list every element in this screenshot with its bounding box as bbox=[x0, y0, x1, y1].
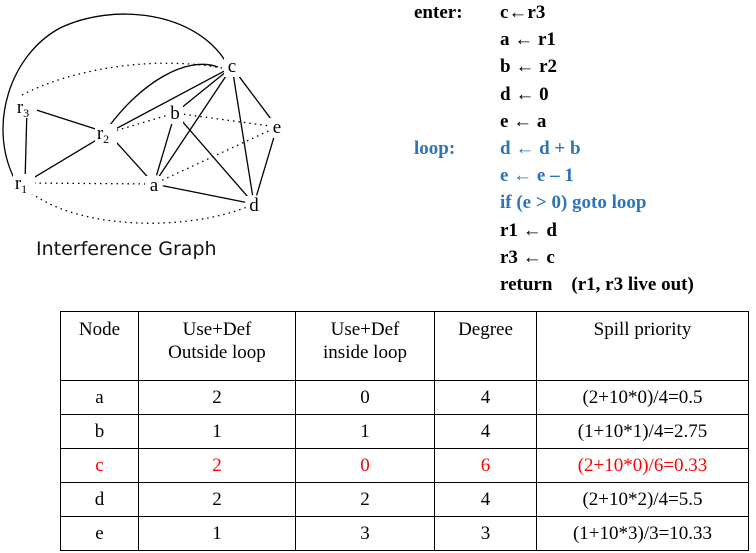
node-bg-r3 bbox=[15, 98, 37, 118]
edge-r3-c-dotted-arc bbox=[21, 62, 223, 96]
code-line: e ← a bbox=[500, 110, 547, 132]
table-cell: (2+10*2)/4=5.5 bbox=[536, 482, 749, 517]
node-bg-c bbox=[224, 57, 240, 77]
edge-r3-r1 bbox=[24, 115, 28, 175]
edge-b-a bbox=[155, 121, 174, 176]
node-a: a bbox=[150, 175, 159, 196]
edge-r2-a bbox=[113, 139, 149, 178]
table-cell: 2 bbox=[138, 448, 296, 483]
table-cell: 6 bbox=[434, 448, 537, 483]
edge-c-d bbox=[232, 75, 254, 196]
code-line: r1 ← d bbox=[500, 219, 557, 241]
table-cell: 2 bbox=[138, 482, 296, 517]
table-cell: d bbox=[60, 482, 139, 517]
node-bg-e bbox=[269, 118, 285, 138]
code-line: d ← 0 bbox=[500, 83, 549, 105]
dotted-edge-r2-b bbox=[116, 114, 167, 132]
table-cell: (1+10*3)/3=10.33 bbox=[536, 516, 749, 551]
edge-c-b bbox=[181, 72, 226, 108]
node-bg-b bbox=[167, 104, 183, 124]
table-cell: 0 bbox=[295, 380, 435, 415]
code-label-loop: loop: bbox=[414, 138, 456, 159]
node-d: d bbox=[249, 195, 259, 216]
table-cell: e bbox=[60, 516, 139, 551]
column-header: Node bbox=[60, 311, 139, 381]
node-bg-r1 bbox=[13, 174, 35, 194]
table-cell: (2+10*0)/6=0.33 bbox=[536, 448, 749, 483]
edge-r1-d-dotted-arc bbox=[26, 189, 248, 224]
table-cell: 4 bbox=[434, 414, 537, 449]
table-cell: 2 bbox=[295, 482, 435, 517]
edge-a-d bbox=[162, 185, 246, 203]
graph-caption: Interference Graph bbox=[36, 238, 217, 260]
node-bg-a bbox=[146, 176, 162, 196]
node-c: c bbox=[228, 56, 236, 77]
edge-r1-c-arc bbox=[2, 13, 227, 179]
code-label-enter: enter: bbox=[414, 2, 463, 23]
edge-r1-r2 bbox=[32, 137, 101, 179]
table-cell: (2+10*0)/4=0.5 bbox=[536, 380, 749, 415]
solid-edges bbox=[24, 70, 276, 203]
table-cell: b bbox=[60, 414, 139, 449]
code-line: if (e > 0) goto loop bbox=[500, 192, 647, 214]
edge-c-e bbox=[236, 73, 273, 121]
code-line: return (r1, r3 live out) bbox=[500, 274, 694, 295]
code-line: a ← r1 bbox=[500, 29, 556, 51]
edge-r2-c bbox=[115, 70, 225, 130]
table-cell: 2 bbox=[138, 380, 296, 415]
table-cell: c bbox=[60, 448, 139, 483]
dotted-edges bbox=[33, 113, 270, 185]
table-cell: 4 bbox=[434, 482, 537, 517]
edge-c-a bbox=[158, 74, 228, 177]
table-cell: 4 bbox=[434, 380, 537, 415]
edge-r3-r2 bbox=[35, 109, 100, 131]
node-bg-r2 bbox=[95, 124, 117, 144]
table-cell: (1+10*1)/4=2.75 bbox=[536, 414, 749, 449]
code-line: b ← r2 bbox=[500, 56, 557, 78]
dotted-edge-r1-a bbox=[33, 182, 146, 185]
edge-e-d bbox=[255, 135, 276, 196]
code-line: e ← e – 1 bbox=[500, 165, 574, 187]
table-cell: 1 bbox=[138, 414, 296, 449]
node-e: e bbox=[273, 117, 281, 138]
code-line: d ← d + b bbox=[500, 138, 581, 159]
table-cell: 1 bbox=[295, 414, 435, 449]
table-cell: 1 bbox=[138, 516, 296, 551]
edge-r2-c-arc bbox=[109, 63, 219, 126]
dotted-edge-a-e bbox=[161, 130, 270, 181]
edge-b-d bbox=[180, 119, 249, 198]
column-header: Spill priority bbox=[536, 311, 749, 381]
column-header: Degree bbox=[434, 311, 537, 381]
table-cell: 3 bbox=[434, 516, 537, 551]
code-line: c←r3 bbox=[500, 2, 546, 23]
node-b: b bbox=[170, 103, 180, 124]
table-cell: a bbox=[60, 380, 139, 415]
node-bg-d bbox=[246, 196, 262, 216]
code-line: r3 ← c bbox=[500, 246, 555, 268]
table-cell: 0 bbox=[295, 448, 435, 483]
table-cell: 3 bbox=[295, 516, 435, 551]
